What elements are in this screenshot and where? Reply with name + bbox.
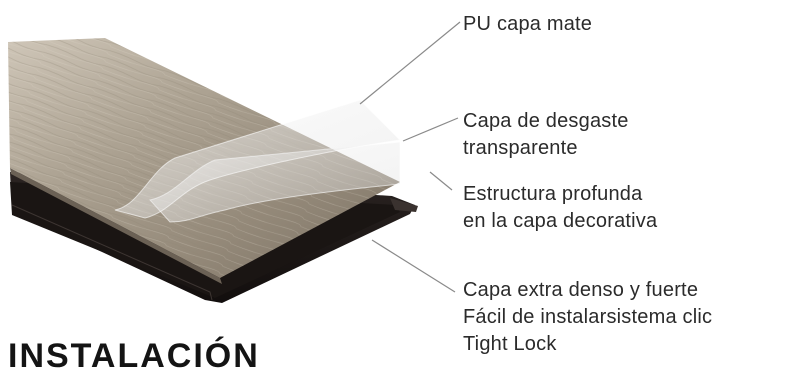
leader-line-texture [429, 171, 453, 191]
label-core-line-1: Capa extra denso y fuerte [463, 279, 699, 301]
leader-line-pu [359, 21, 461, 105]
label-pu: PU capa mate [463, 11, 592, 38]
label-core-line-2: Fácil de instalarsistema clic [463, 306, 713, 328]
label-wear-line-1: Capa de desgaste [463, 110, 629, 132]
label-texture-line-2: en la capa decorativa [463, 210, 658, 232]
label-wear-layer: Capa de desgaste transparente [463, 108, 629, 162]
label-pu-line-1: PU capa mate [463, 13, 593, 35]
leader-line-wear [402, 117, 459, 142]
pu-layer-film [114, 99, 402, 219]
label-core: Capa extra denso y fuerte Fácil de insta… [463, 277, 712, 358]
section-heading: INSTALACIÓN [8, 337, 260, 375]
label-wear-line-2: transparente [463, 137, 578, 159]
label-texture: Estructura profunda en la capa decorativ… [463, 181, 657, 235]
label-core-line-3: Tight Lock [463, 333, 557, 355]
leader-lines [359, 21, 461, 293]
flooring-layer-diagram [8, 21, 461, 303]
label-texture-line-1: Estructura profunda [463, 183, 643, 205]
leader-line-core [371, 239, 456, 293]
